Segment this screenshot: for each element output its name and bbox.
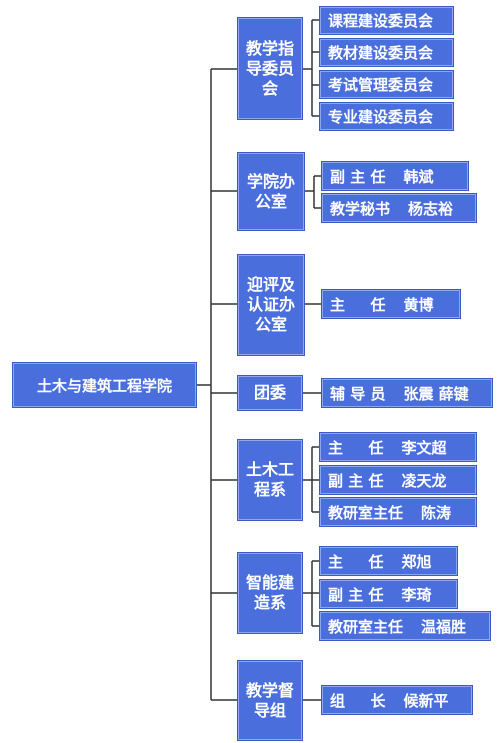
member-role: 教研室主任 bbox=[328, 617, 404, 636]
member-name: 张震 薛键 bbox=[403, 384, 469, 403]
dept-teaching-committee: 教学指导委员会 bbox=[238, 18, 302, 119]
member-item: 主 任 黄博 bbox=[322, 290, 460, 318]
member-item: 专业建设委员会 bbox=[320, 103, 453, 130]
dept-youth-league: 团委 bbox=[238, 376, 302, 410]
member-item: 组 长 候新平 bbox=[322, 686, 472, 714]
member-name: 凌天龙 bbox=[401, 471, 447, 490]
dept-intelligent-construction: 智能建造系 bbox=[238, 553, 302, 633]
member-name: 温福胜 bbox=[421, 617, 467, 636]
member-item: 教材建设委员会 bbox=[320, 39, 453, 66]
member-item: 考试管理委员会 bbox=[320, 71, 453, 98]
member-item: 副 主 任 韩斌 bbox=[322, 162, 468, 190]
dept-teaching-supervision: 教学督导组 bbox=[238, 661, 302, 740]
member-role: 副 主 任 bbox=[328, 471, 384, 490]
member-name: 李琦 bbox=[401, 585, 432, 604]
member-item: 课程建设委员会 bbox=[320, 7, 453, 34]
member-role: 主 任 bbox=[330, 295, 386, 314]
member-role: 教研室主任 bbox=[328, 503, 404, 522]
member-role: 副 主 任 bbox=[330, 167, 386, 186]
member-item: 副 主 任 凌天龙 bbox=[320, 466, 476, 494]
member-name: 杨志裕 bbox=[408, 199, 454, 218]
member-role: 辅 导 员 bbox=[330, 384, 386, 403]
member-role: 主 任 bbox=[328, 438, 384, 457]
dept-civil-engineering: 土木工程系 bbox=[238, 440, 302, 520]
member-role: 课程建设委员会 bbox=[328, 12, 434, 30]
dept-college-office: 学院办公室 bbox=[238, 153, 304, 230]
member-item: 教研室主任 陈涛 bbox=[320, 498, 476, 526]
member-name: 李文超 bbox=[401, 438, 447, 457]
root-node: 土木与建筑工程学院 bbox=[13, 363, 196, 407]
member-name: 黄博 bbox=[403, 295, 434, 314]
member-role: 专业建设委员会 bbox=[328, 108, 434, 126]
member-name: 韩斌 bbox=[403, 167, 434, 186]
member-item: 主 任 李文超 bbox=[320, 433, 476, 461]
member-item: 教学秘书 杨志裕 bbox=[322, 194, 476, 222]
member-role: 教学秘书 bbox=[330, 199, 391, 218]
member-role: 主 任 bbox=[328, 552, 384, 571]
member-item: 副 主 任 李琦 bbox=[320, 580, 457, 608]
member-item: 辅 导 员 张震 薛键 bbox=[322, 379, 492, 407]
member-role: 组 长 bbox=[330, 691, 386, 710]
member-role: 副 主 任 bbox=[328, 585, 384, 604]
member-name: 陈涛 bbox=[421, 503, 452, 522]
member-role: 教材建设委员会 bbox=[328, 44, 434, 62]
member-item: 主 任 郑旭 bbox=[320, 547, 457, 575]
dept-evaluation-office: 迎评及认证办公室 bbox=[238, 255, 304, 355]
member-name: 候新平 bbox=[403, 691, 449, 710]
member-role: 考试管理委员会 bbox=[328, 76, 434, 94]
member-item: 教研室主任 温福胜 bbox=[320, 612, 490, 640]
member-name: 郑旭 bbox=[401, 552, 432, 571]
